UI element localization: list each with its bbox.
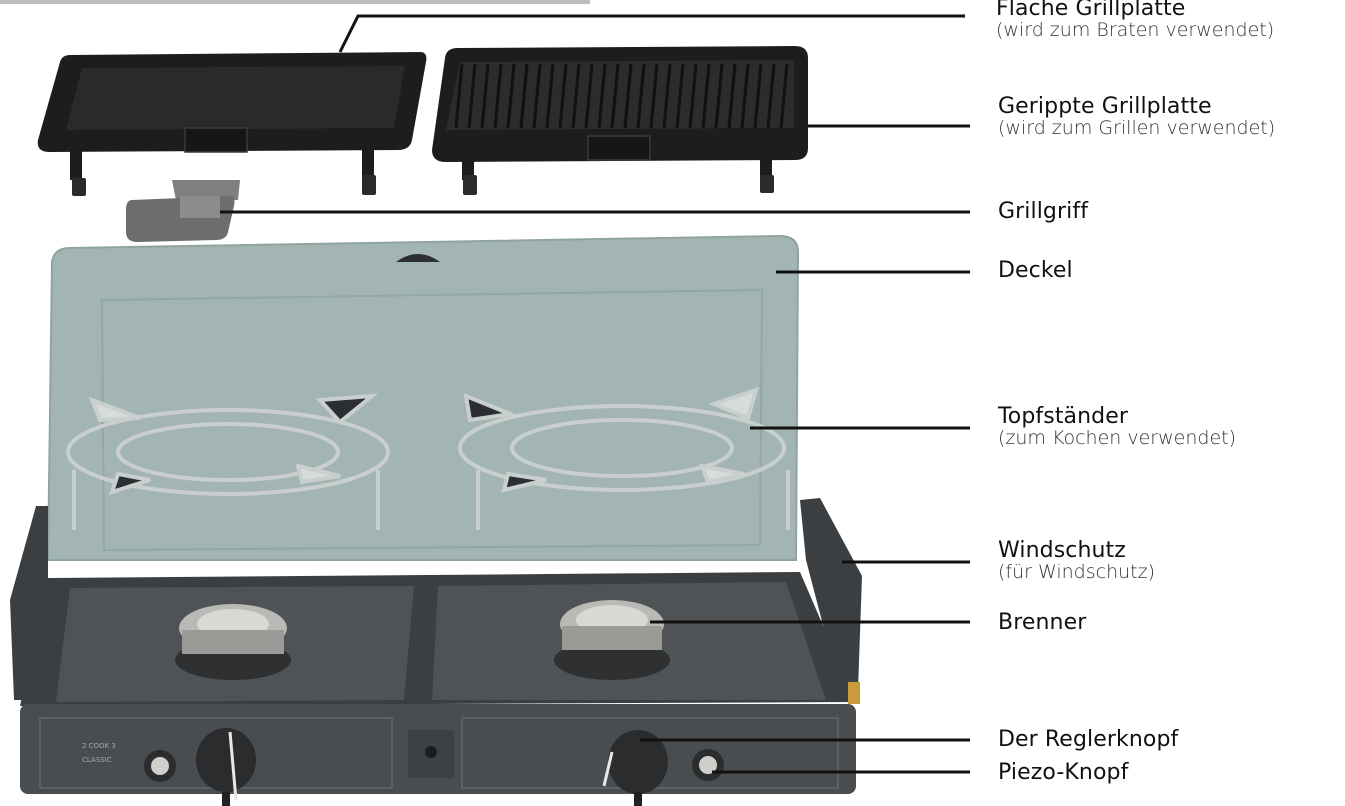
- piezo-button-right: [692, 749, 724, 781]
- grill-rib: [688, 63, 698, 129]
- label-windshield-subtitle: (für Windschutz): [998, 561, 1156, 583]
- grill-rib: [779, 63, 789, 129]
- grill-rib: [636, 63, 646, 129]
- label-grill-handle-title: Grillgriff: [998, 199, 1089, 224]
- control-knob-left: [196, 728, 256, 806]
- label-windshield-title: Windschutz: [998, 538, 1126, 563]
- lid: [46, 234, 800, 561]
- grill-handle: [126, 180, 240, 242]
- label-windshield: Windschutz (für Windschutz): [998, 540, 1155, 582]
- grill-rib: [753, 63, 763, 129]
- grill-rib: [766, 63, 776, 129]
- label-flat-plate: Flache Grillplatte (wird zum Braten verw…: [996, 0, 1274, 40]
- burner-right: [554, 600, 670, 680]
- grill-rib: [727, 63, 737, 129]
- label-ribbed-plate-title: Gerippte Grillplatte: [998, 94, 1212, 119]
- leader-flat-plate: [338, 14, 965, 53]
- label-pot-stand: Topfständer (zum Kochen verwendet): [998, 406, 1236, 448]
- ribbed-grill-plate: [432, 46, 808, 195]
- grill-rib: [623, 63, 633, 129]
- grill-rib: [454, 63, 464, 129]
- grill-rib: [675, 63, 685, 129]
- label-ribbed-plate-subtitle: (wird zum Grillen verwendet): [998, 117, 1276, 139]
- label-control-knob-title: Der Reglerknopf: [998, 727, 1179, 752]
- grill-rib: [571, 63, 581, 129]
- label-grill-handle: Grillgriff: [998, 201, 1088, 223]
- grill-rib: [493, 63, 503, 129]
- label-piezo-button: Piezo-Knopf: [998, 762, 1128, 784]
- grill-rib: [714, 63, 724, 129]
- grill-rib: [610, 63, 620, 129]
- grill-rib: [584, 63, 594, 129]
- label-burner-title: Brenner: [998, 610, 1087, 635]
- grill-rib: [662, 63, 672, 129]
- windshield-right: [800, 498, 862, 690]
- label-piezo-button-title: Piezo-Knopf: [998, 760, 1129, 785]
- label-burner: Brenner: [998, 612, 1086, 634]
- label-lid: Deckel: [998, 260, 1073, 282]
- label-ribbed-plate: Gerippte Grillplatte (wird zum Grillen v…: [998, 96, 1275, 138]
- label-pot-stand-subtitle: (zum Kochen verwendet): [998, 427, 1237, 449]
- grill-rib: [649, 63, 659, 129]
- grill-rib: [558, 63, 568, 129]
- grill-rib: [467, 63, 477, 129]
- label-control-knob: Der Reglerknopf: [998, 729, 1178, 751]
- brand-line-2: CLASSIC: [82, 756, 112, 764]
- label-pot-stand-title: Topfständer: [998, 404, 1129, 429]
- piezo-button-left: [144, 750, 176, 782]
- grill-rib: [480, 63, 490, 129]
- burner-left: [175, 604, 291, 680]
- pot-stand-right: [458, 386, 790, 530]
- label-flat-plate-title: Flache Grillplatte: [996, 0, 1186, 21]
- grill-rib: [506, 63, 516, 129]
- grill-rib: [519, 63, 529, 129]
- flat-grill-plate: [37, 52, 427, 196]
- brand-line-1: 2 COOK 3: [82, 742, 116, 750]
- pot-stand-left: [66, 393, 390, 530]
- label-flat-plate-subtitle: (wird zum Braten verwendet): [996, 19, 1275, 41]
- grill-rib: [545, 63, 555, 129]
- control-knob-right: [602, 730, 668, 806]
- grill-rib: [532, 63, 542, 129]
- leader-lines: [220, 14, 970, 774]
- grill-rib: [597, 63, 607, 129]
- grill-rib: [740, 63, 750, 129]
- label-lid-title: Deckel: [998, 258, 1073, 283]
- grill-rib: [701, 63, 711, 129]
